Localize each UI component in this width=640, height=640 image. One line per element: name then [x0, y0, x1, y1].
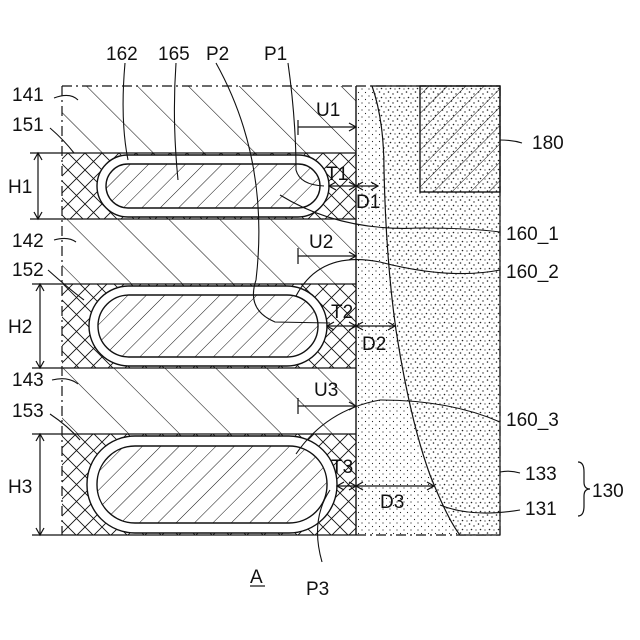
label-180: 180 [532, 133, 564, 154]
label-u2: U2 [309, 232, 333, 253]
label-130: 130 [592, 481, 624, 502]
label-165: 165 [158, 44, 190, 65]
electrode-160-1 [97, 155, 329, 217]
label-h2: H2 [8, 317, 32, 338]
label-160-2: 160_2 [506, 262, 559, 283]
figure-caption: A [250, 567, 263, 588]
label-d1: D1 [356, 192, 380, 213]
label-151: 151 [12, 115, 44, 136]
label-u1: U1 [316, 100, 340, 121]
label-p2: P2 [206, 44, 229, 65]
electrode-160-2 [89, 286, 327, 366]
channel-structure-130 [356, 86, 500, 535]
label-152: 152 [12, 260, 44, 281]
label-u3: U3 [314, 380, 338, 401]
label-143: 143 [12, 370, 44, 391]
insulating-layer-143 [62, 368, 356, 434]
label-160-3: 160_3 [506, 410, 559, 431]
bracket-130 [578, 462, 590, 516]
label-t1: T1 [326, 164, 348, 185]
label-d2: D2 [362, 334, 386, 355]
label-p3: P3 [306, 579, 329, 600]
pad-180 [420, 86, 500, 192]
label-d3: D3 [380, 492, 404, 513]
label-153: 153 [12, 401, 44, 422]
label-h3: H3 [8, 477, 32, 498]
label-p1: P1 [264, 44, 287, 65]
height-dimensions [30, 153, 62, 535]
label-162: 162 [106, 44, 138, 65]
insulating-layer-141 [62, 86, 356, 153]
electrode-160-3 [87, 436, 337, 533]
label-160-1: 160_1 [506, 224, 559, 245]
label-h1: H1 [8, 177, 32, 198]
label-t2: T2 [331, 302, 353, 323]
label-131: 131 [525, 499, 557, 520]
label-142: 142 [12, 231, 44, 252]
label-133: 133 [525, 464, 557, 485]
label-141: 141 [12, 85, 44, 106]
label-t3: T3 [331, 457, 353, 478]
electrodes [87, 155, 337, 533]
